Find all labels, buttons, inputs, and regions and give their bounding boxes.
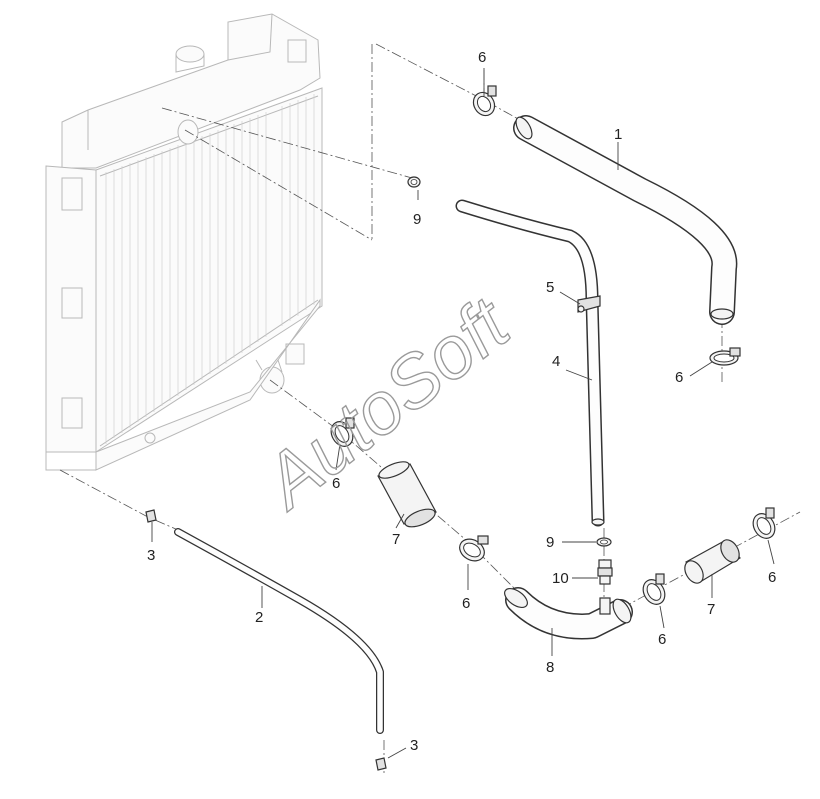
hose-clamp-icon — [330, 417, 355, 447]
callout-7: 7 — [392, 531, 400, 548]
hose-sleeve-left — [377, 461, 437, 528]
callout-6: 6 — [478, 49, 486, 66]
callout-3: 3 — [410, 737, 418, 754]
bypass-hose — [455, 199, 605, 527]
callout-4: 4 — [552, 353, 560, 370]
small-clamp-icon — [596, 537, 612, 547]
hose-sleeve-right — [684, 539, 741, 584]
callout-6: 6 — [332, 475, 340, 492]
lower-elbow-pipe — [504, 587, 633, 640]
filler-cap-icon — [175, 45, 205, 63]
hose-clamp-icon — [472, 85, 497, 117]
callout-6: 6 — [675, 369, 683, 386]
callout-5: 5 — [546, 279, 554, 296]
hose-clamp-icon — [709, 347, 741, 366]
hose-fitting-icon — [597, 559, 613, 585]
callout-1: 1 — [614, 126, 622, 143]
callout-leaders — [151, 68, 775, 759]
callout-6: 6 — [462, 595, 470, 612]
callout-7: 7 — [707, 601, 715, 618]
callout-9: 9 — [546, 534, 554, 551]
hose-clamp-icon — [752, 507, 776, 539]
callout-2: 2 — [255, 609, 263, 626]
callout-6: 6 — [768, 569, 776, 586]
callout-3: 3 — [147, 547, 155, 564]
radiator-assembly — [45, 13, 323, 471]
callout-9: 9 — [413, 211, 421, 228]
hose-clip — [577, 295, 601, 313]
hose-clamp-icon — [459, 535, 489, 562]
callout-10: 10 — [552, 570, 569, 587]
drain-tap-icon — [144, 432, 156, 444]
small-clamp-icon — [145, 509, 157, 523]
hose-clamp-icon — [642, 573, 666, 605]
callout-8: 8 — [546, 659, 554, 676]
upper-radiator-hose — [513, 115, 738, 325]
small-clamp-icon — [407, 176, 421, 188]
radiator-core-fins — [105, 94, 315, 444]
callout-6: 6 — [658, 631, 666, 648]
overflow-hose — [174, 528, 384, 734]
small-clamp-icon — [375, 757, 387, 771]
